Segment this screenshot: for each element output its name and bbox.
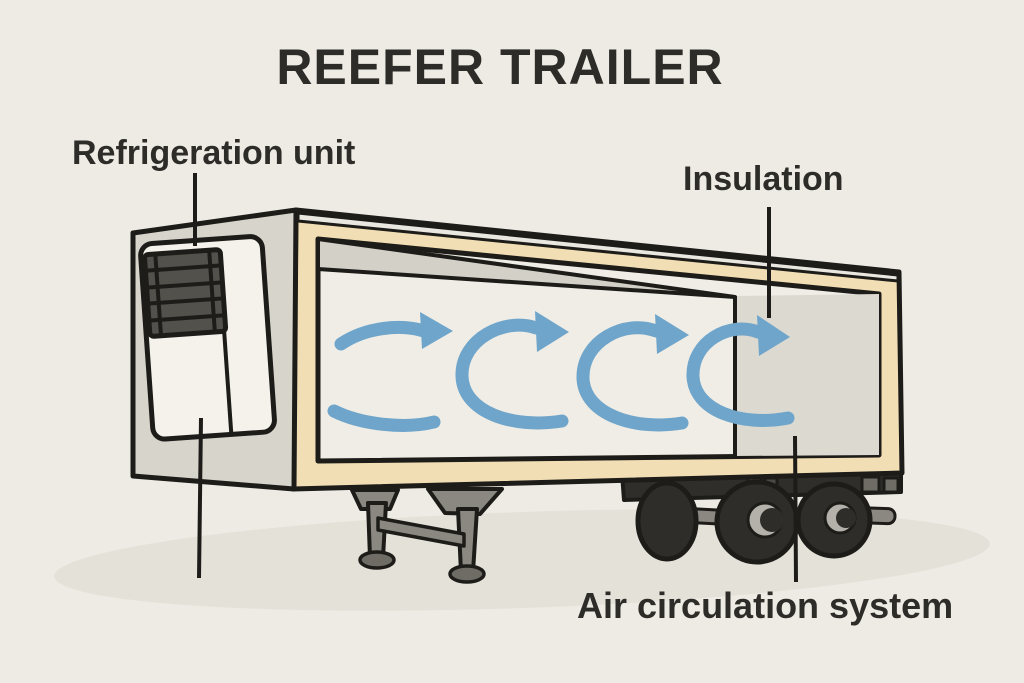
interior-back-wall — [735, 294, 879, 456]
leader-air-circulation — [793, 435, 798, 583]
ceiling-shading — [316, 237, 737, 299]
air-flow-arrow — [576, 314, 689, 432]
wheel-assembly — [620, 466, 903, 565]
rear-bracket — [882, 476, 900, 494]
wheel-hub-shadow — [836, 508, 856, 528]
air-flow-arrow — [327, 312, 453, 432]
label-refrigeration-unit: Refrigeration unit — [72, 134, 356, 172]
rear-bracket — [860, 475, 881, 494]
label-insulation: Insulation — [683, 160, 844, 198]
refrigeration-unit-grille — [142, 247, 229, 339]
landing-gear — [350, 487, 504, 584]
tire-side — [635, 480, 699, 562]
leader-refrigeration-unit-lower — [197, 417, 203, 579]
air-flow-arrow — [455, 311, 569, 430]
diagram-title: REEFER TRAILER — [276, 39, 724, 95]
air-flow-arrow — [686, 315, 795, 427]
air-circulation-arrows — [327, 311, 795, 432]
wheel-hub-shadow — [760, 508, 784, 532]
leader-lines — [193, 173, 798, 583]
label-air-circulation-system: Air circulation system — [577, 585, 954, 626]
